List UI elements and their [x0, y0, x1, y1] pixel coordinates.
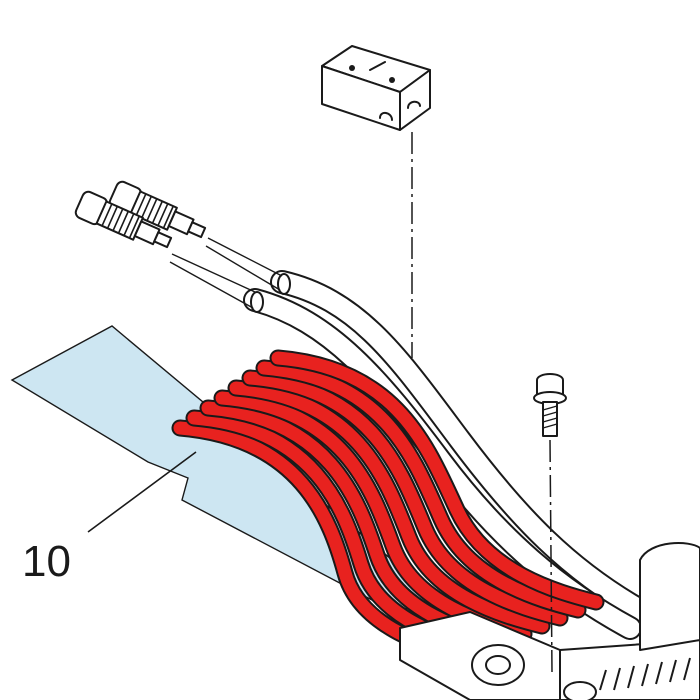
callout-label: 10	[22, 537, 71, 586]
red-tube	[229, 381, 549, 633]
red-tube	[243, 371, 567, 625]
red-tube	[257, 361, 585, 617]
terminal-block-icon	[321, 45, 431, 131]
callout-leader	[87, 451, 197, 533]
mounting-screw-icon	[533, 373, 567, 437]
screw-center-line	[549, 439, 553, 673]
red-tube	[271, 351, 603, 609]
base-bracket	[399, 542, 700, 700]
tube-fitting-connector-icon	[74, 180, 207, 249]
